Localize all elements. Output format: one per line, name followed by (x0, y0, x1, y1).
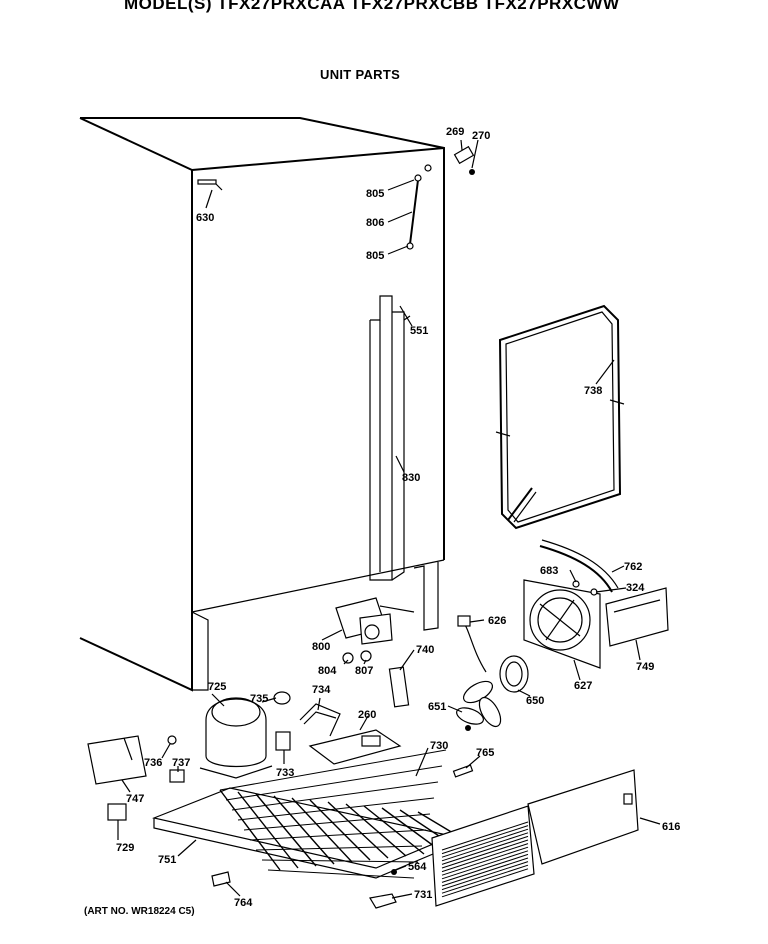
label-651: 651 (428, 701, 446, 713)
art-number: (ART NO. WR18224 C5) (84, 906, 195, 917)
grommet-735 (273, 691, 291, 705)
label-733: 733 (276, 767, 294, 779)
label-747: 747 (126, 793, 144, 805)
label-736: 736 (144, 757, 162, 769)
label-616: 616 (662, 821, 680, 833)
part-729 (107, 803, 127, 821)
label-806: 806 (366, 217, 384, 229)
drain-pan-260 (308, 729, 402, 765)
screw-564 (391, 869, 397, 875)
label-729: 729 (116, 842, 134, 854)
label-725: 725 (208, 681, 226, 693)
fan-motor-650 (499, 655, 529, 693)
label-626: 626 (488, 615, 506, 627)
clip-765 (452, 764, 474, 778)
fan-blade-651 (456, 680, 502, 731)
valve-800 (335, 597, 415, 645)
part-764 (211, 871, 231, 887)
label-738: 738 (584, 385, 602, 397)
compressor-725 (199, 697, 273, 779)
leader-lines (117, 139, 661, 899)
access-cover-616 (431, 769, 639, 907)
label-749: 749 (636, 661, 654, 673)
label-830: 830 (402, 472, 420, 484)
label-551: 551 (410, 325, 428, 337)
label-650: 650 (526, 695, 544, 707)
heater-channel-830 (369, 295, 411, 581)
fan-housing-627 (523, 579, 601, 669)
evaporator-frame-738 (495, 304, 625, 530)
label-764: 764 (234, 897, 253, 909)
tube-762 (539, 539, 619, 593)
label-805-top: 805 (366, 188, 384, 200)
label-740: 740 (416, 644, 434, 656)
condenser-coil-730 (219, 749, 479, 879)
label-800: 800 (312, 641, 330, 653)
label-735: 735 (250, 693, 268, 705)
heater-740 (388, 666, 410, 708)
thermostat-626 (457, 615, 487, 673)
label-260: 260 (358, 709, 376, 721)
label-324: 324 (626, 582, 645, 594)
model-title: MODEL(S) TFX27PRXCAA TFX27PRXCBB TFX27PR… (124, 0, 620, 13)
label-804: 804 (318, 665, 337, 677)
label-731: 731 (414, 889, 432, 901)
control-board-749 (605, 587, 669, 647)
label-765: 765 (476, 747, 494, 759)
shield-747 (87, 735, 147, 785)
label-807: 807 (355, 665, 373, 677)
bracket-734 (299, 703, 341, 737)
label-730: 730 (430, 740, 448, 752)
label-630: 630 (196, 212, 214, 224)
label-270: 270 (472, 130, 490, 142)
label-762: 762 (624, 561, 642, 573)
part-804 (342, 652, 354, 664)
label-269: 269 (446, 126, 464, 138)
part-737 (169, 769, 185, 783)
drain-tube-806 (406, 174, 422, 250)
part-labels: 269 270 630 805 806 805 551 738 830 762 … (116, 126, 680, 909)
label-683: 683 (540, 565, 558, 577)
label-564: 564 (408, 861, 427, 873)
label-627: 627 (574, 680, 592, 692)
clip-731 (369, 893, 397, 909)
relay-733 (275, 731, 291, 751)
label-734: 734 (312, 684, 331, 696)
clip-269-270 (453, 145, 475, 175)
part-736 (167, 735, 177, 745)
section-title: UNIT PARTS (320, 67, 401, 82)
label-805-bottom: 805 (366, 250, 384, 262)
cabinet (79, 117, 445, 692)
label-737: 737 (172, 757, 190, 769)
part-807 (360, 650, 372, 662)
label-751: 751 (158, 854, 176, 866)
